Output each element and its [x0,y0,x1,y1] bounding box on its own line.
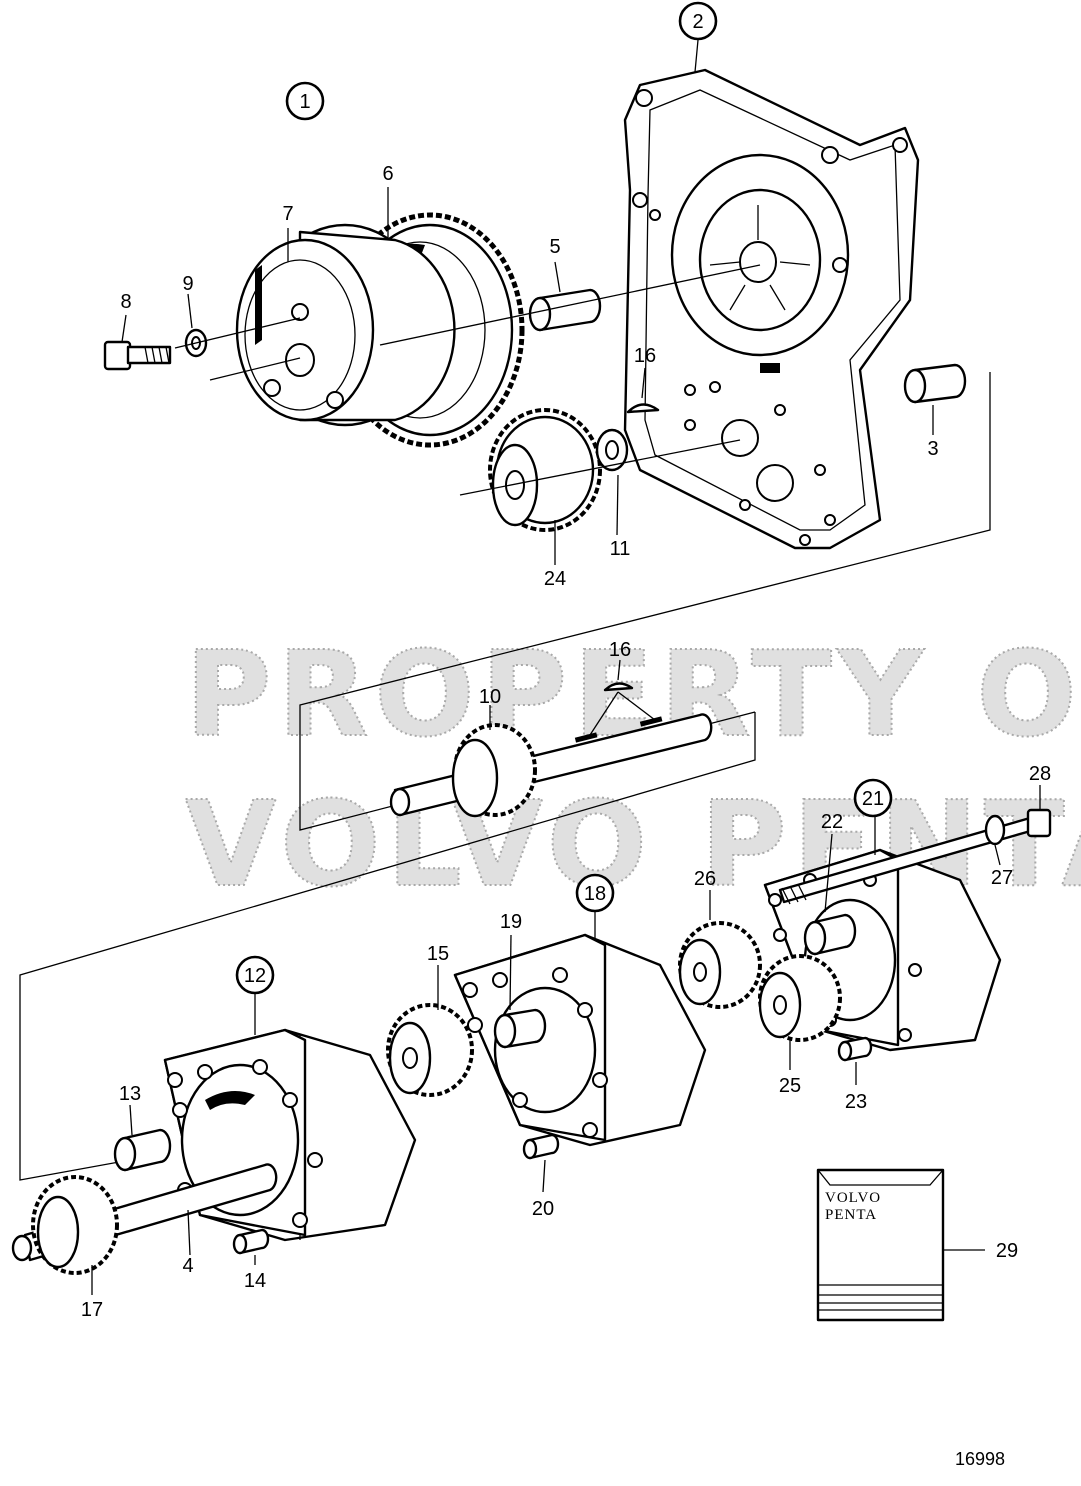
long-bolt-28 [778,808,1052,905]
leader-lines [91,39,1041,1295]
bushing-19 [493,1008,547,1049]
pump-body-18 [453,933,707,1147]
label-11: 11 [610,538,631,560]
assembly-callouts: 1 2 12 18 21 [235,1,893,995]
label-22: 22 [821,811,843,833]
label-27: 27 [991,867,1013,889]
label-6: 6 [382,163,393,185]
label-25: 25 [779,1075,801,1097]
label-4: 4 [182,1255,193,1277]
drawing-reference-number: 16998 [955,1449,1005,1469]
gear-26 [678,921,762,1009]
label-16-top: 16 [634,345,656,367]
timing-cover [623,68,920,550]
label-24: 24 [544,568,566,590]
label-16-mid: 16 [609,639,631,661]
label-29: 29 [996,1240,1018,1262]
sleeve-5 [528,288,602,332]
decal-brand-line-2: PENTA [825,1207,877,1223]
svg-text:1: 1 [299,91,310,113]
label-17: 17 [81,1299,103,1321]
svg-text:18: 18 [584,883,606,905]
gear-15 [386,1003,474,1097]
decal-brand-line-1: VOLVO [825,1190,881,1206]
svg-text:2: 2 [692,11,703,33]
callout-1: 1 [285,81,325,121]
small-gear-24 [488,408,602,532]
pin-20 [522,1133,560,1160]
label-13: 13 [119,1083,141,1105]
label-14: 14 [244,1270,266,1292]
label-28: 28 [1029,763,1051,785]
gear-25 [758,954,842,1042]
pin-14 [232,1228,270,1255]
bolt-8 [103,340,172,371]
callout-2: 2 [678,1,718,41]
label-10: 10 [479,686,501,708]
bushing-3 [903,363,967,404]
watermark-line-1: PROPERTY OF [185,625,1081,763]
bushing-13 [113,1128,172,1172]
washer-27 [984,814,1006,846]
label-19: 19 [500,911,522,933]
label-20: 20 [532,1198,554,1220]
bushing-22 [803,913,857,956]
shaft-10 [389,713,713,818]
callout-12: 12 [235,955,275,995]
label-8: 8 [120,291,131,313]
watermark: PROPERTY OF VOLVO PENTA [184,624,1081,914]
callout-21: 21 [853,778,893,818]
decal-29: VOLVO PENTA [816,1168,945,1322]
svg-text:21: 21 [862,788,884,810]
label-15: 15 [427,943,449,965]
label-3: 3 [927,438,938,460]
label-23: 23 [845,1091,867,1113]
label-26: 26 [694,868,716,890]
woodruff-key-16-mid [589,682,656,736]
pulley-hub [235,223,456,427]
washer-11 [595,428,629,472]
label-5: 5 [549,236,560,258]
label-9: 9 [182,273,193,295]
gear-17 [11,1175,119,1275]
svg-text:12: 12 [244,965,266,987]
woodruff-key-16-top [626,403,660,414]
label-7: 7 [282,203,293,225]
pin-23 [837,1036,873,1062]
axis-lines-top [174,264,761,496]
callout-18: 18 [575,873,615,913]
part-labels: 3 4 5 6 7 8 9 10 11 13 14 15 16 16 17 19… [81,163,1051,1321]
